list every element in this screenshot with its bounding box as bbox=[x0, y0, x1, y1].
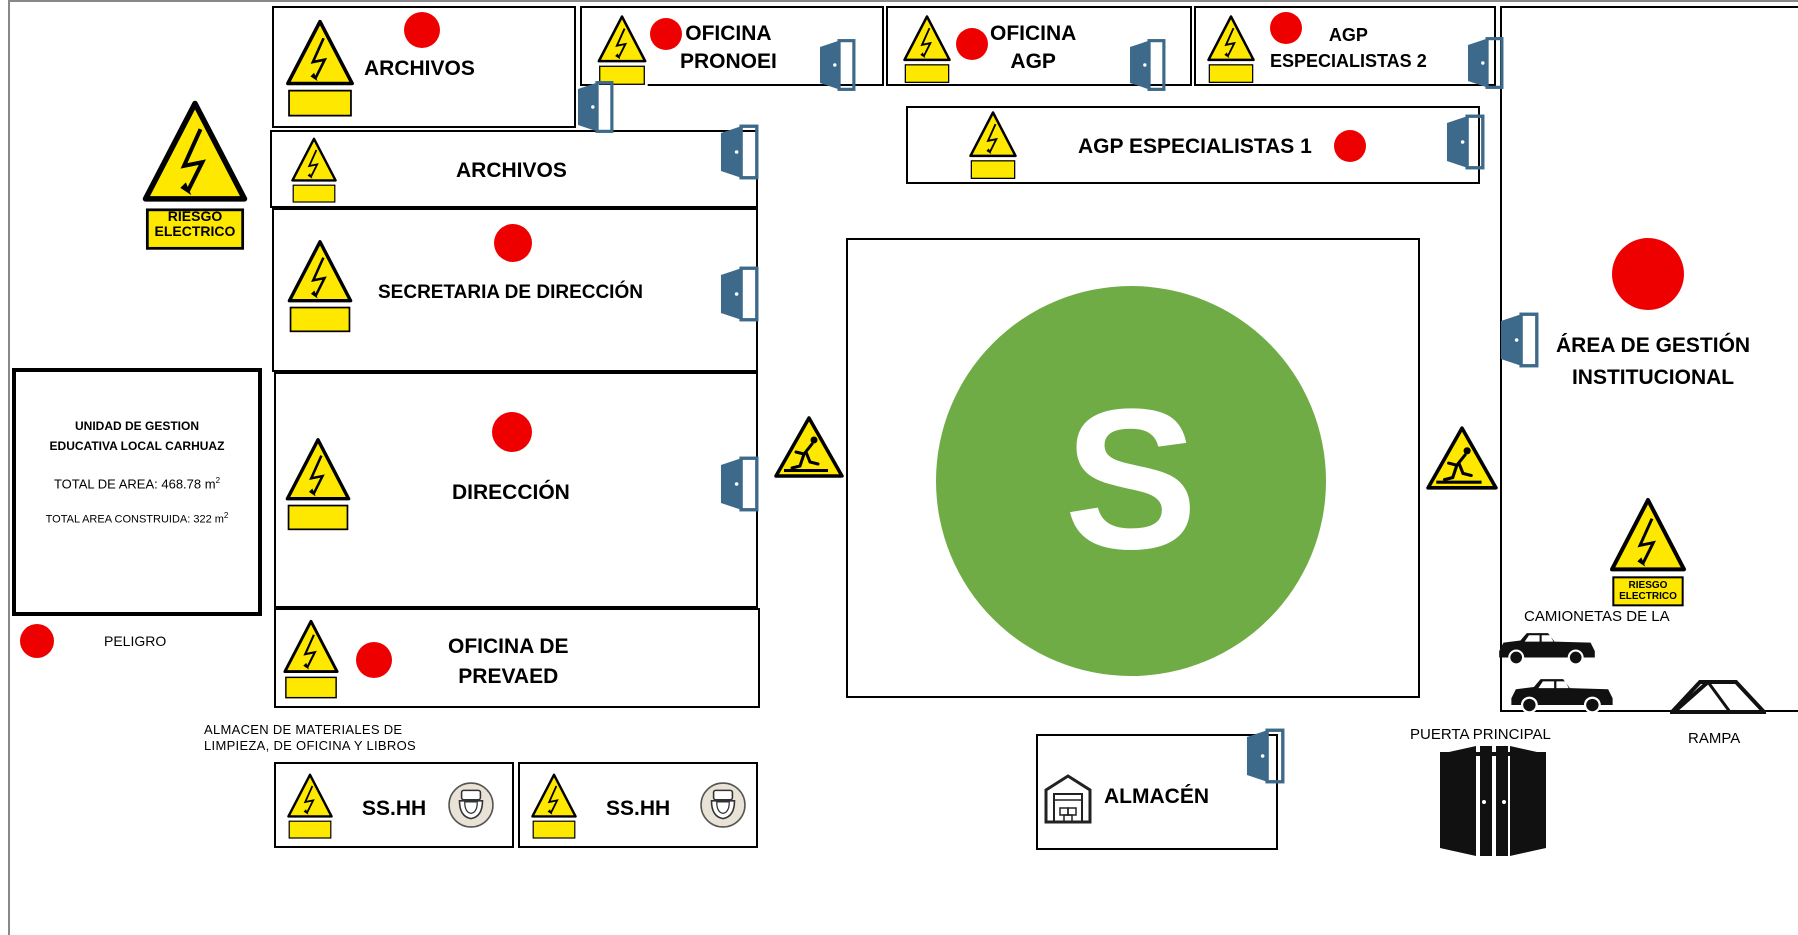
label-peligro: PELIGRO bbox=[104, 633, 167, 649]
danger-dot bbox=[1612, 238, 1684, 310]
danger-dot bbox=[956, 28, 988, 60]
door-icon bbox=[1468, 37, 1504, 89]
safe-zone-letter: S bbox=[1064, 368, 1197, 591]
door-icon bbox=[1500, 312, 1539, 368]
safe-zone-circle: S bbox=[936, 286, 1326, 676]
door-icon bbox=[820, 39, 856, 91]
label-agp-especialistas-1: AGP ESPECIALISTAS 1 bbox=[1078, 135, 1312, 158]
info-total-area: TOTAL DE AREA: 468.78 m2 bbox=[53, 476, 221, 492]
label-camionetas: CAMIONETAS DE LA bbox=[1524, 608, 1670, 625]
label-archivos-mid: ARCHIVOS bbox=[456, 159, 567, 182]
riesgo-electrico-icon bbox=[290, 136, 338, 204]
danger-dot bbox=[1270, 12, 1302, 44]
riesgo-electrico-icon bbox=[286, 772, 334, 840]
door-icon bbox=[1446, 114, 1485, 170]
riesgo-electrico-icon bbox=[1206, 14, 1256, 84]
label-rampa: RAMPA bbox=[1688, 730, 1741, 747]
info-title-line1: UNIDAD DE GESTION bbox=[74, 419, 199, 433]
riesgo-electrico-icon bbox=[284, 18, 356, 118]
info-box: UNIDAD DE GESTION EDUCATIVA LOCAL CARHUA… bbox=[12, 368, 262, 616]
riesgo-electrico-icon bbox=[902, 14, 952, 84]
danger-dot bbox=[650, 18, 682, 50]
toilet-icon bbox=[448, 782, 494, 828]
door-icon bbox=[720, 124, 759, 180]
riesgo-electrico-icon bbox=[596, 14, 648, 86]
label-sshh-2: SS.HH bbox=[606, 797, 671, 820]
label-archivos-top: ARCHIVOS bbox=[364, 57, 475, 80]
danger-dot bbox=[492, 412, 532, 452]
riesgo-electrico-icon bbox=[284, 436, 352, 532]
door-icon bbox=[1246, 728, 1285, 784]
danger-dot bbox=[494, 224, 532, 262]
riesgo-electrico-icon bbox=[286, 238, 354, 334]
room-direccion bbox=[274, 372, 758, 608]
label-almacen: ALMACÉN bbox=[1104, 785, 1209, 808]
pickup-truck-icon bbox=[1510, 678, 1614, 714]
legend-danger-dot bbox=[20, 624, 54, 658]
main-door-icon bbox=[1440, 746, 1546, 856]
slip-hazard-icon bbox=[1426, 426, 1498, 490]
door-icon bbox=[1130, 39, 1166, 91]
riesgo-electrico-icon bbox=[282, 618, 340, 700]
danger-dot bbox=[1334, 130, 1366, 162]
toilet-icon bbox=[700, 782, 746, 828]
info-title-line2: EDUCATIVA LOCAL CARHUAZ bbox=[49, 439, 225, 453]
room-almacen bbox=[1036, 734, 1278, 850]
warehouse-icon bbox=[1044, 774, 1092, 824]
door-icon bbox=[720, 456, 759, 512]
room-prevaed bbox=[274, 608, 760, 708]
area-gestion-top-wall bbox=[1500, 6, 1798, 8]
danger-dot bbox=[356, 642, 392, 678]
label-direccion: DIRECCIÓN bbox=[452, 481, 570, 504]
info-built-area: TOTAL AREA CONSTRUIDA: 322 m2 bbox=[45, 511, 229, 526]
outer-top-wall bbox=[8, 0, 1798, 2]
riesgo-electrico-icon bbox=[968, 110, 1018, 180]
danger-dot bbox=[404, 12, 440, 48]
ramp-wall bbox=[1500, 710, 1798, 712]
pickup-truck-icon bbox=[1498, 632, 1596, 666]
label-puerta-principal: PUERTA PRINCIPAL bbox=[1410, 726, 1551, 743]
door-icon bbox=[578, 81, 614, 133]
riesgo-electrico-icon bbox=[530, 772, 578, 840]
slip-hazard-icon bbox=[774, 416, 844, 478]
label-secretaria: SECRETARIA DE DIRECCIÓN bbox=[378, 282, 643, 303]
door-icon bbox=[720, 266, 759, 322]
outer-left-wall bbox=[8, 0, 10, 935]
label-sshh-1: SS.HH bbox=[362, 797, 427, 820]
ramp-icon bbox=[1670, 680, 1766, 714]
room-archivos-mid bbox=[270, 130, 758, 208]
